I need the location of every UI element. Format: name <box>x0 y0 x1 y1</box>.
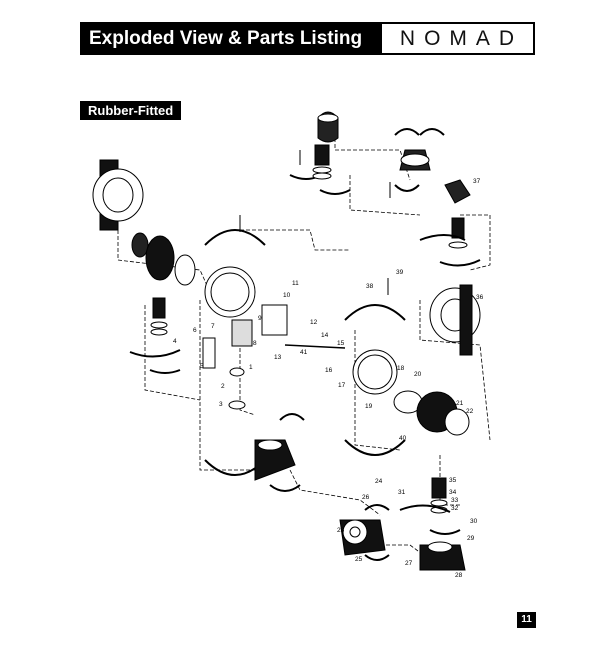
callout-39: 39 <box>396 269 404 276</box>
callout-16: 16 <box>325 367 333 374</box>
callout-33: 33 <box>451 497 459 504</box>
callout-24: 24 <box>375 478 383 485</box>
header-bar: Exploded View & Parts Listing NOMAD <box>80 22 535 55</box>
callout-30: 30 <box>470 518 478 525</box>
callout-26: 26 <box>362 494 370 501</box>
callout-5: 5 <box>200 363 204 370</box>
page-title: Exploded View & Parts Listing <box>89 28 363 49</box>
callout-18: 18 <box>397 365 405 372</box>
callout-8: 8 <box>253 340 257 347</box>
callout-40: 40 <box>399 435 407 442</box>
callout-7: 7 <box>211 323 215 330</box>
callout-11: 11 <box>292 280 299 287</box>
brand-logo: NOMAD <box>382 24 533 53</box>
callout-35: 35 <box>449 477 457 484</box>
callout-10: 10 <box>283 292 291 299</box>
brand-logo-text: NOMAD <box>399 27 524 50</box>
callout-15: 15 <box>337 340 345 347</box>
callout-34: 34 <box>449 489 457 496</box>
callout-22: 22 <box>466 408 474 415</box>
callout-14: 14 <box>321 332 329 339</box>
page-number: 11 <box>517 612 536 628</box>
callout-37: 37 <box>473 178 481 185</box>
callout-17: 17 <box>338 382 346 389</box>
callout-13: 13 <box>274 354 282 361</box>
callout-6: 6 <box>193 327 197 334</box>
callout-23: 23 <box>337 527 345 534</box>
callout-28: 28 <box>455 572 463 579</box>
callout-12: 12 <box>310 319 318 326</box>
callout-3: 3 <box>219 401 223 408</box>
callout-21: 21 <box>456 400 464 407</box>
callout-labels: 1 2 3 4 5 6 7 8 9 10 11 12 13 14 15 16 1… <box>173 178 484 579</box>
callout-25: 25 <box>355 556 363 563</box>
callout-27: 27 <box>405 560 413 567</box>
callout-29: 29 <box>467 535 475 542</box>
callout-1: 1 <box>249 364 253 371</box>
callout-20: 20 <box>414 371 422 378</box>
callout-19: 19 <box>365 403 373 410</box>
callout-2: 2 <box>221 383 225 390</box>
callout-9: 9 <box>258 315 262 322</box>
callout-4: 4 <box>173 338 177 345</box>
callout-32: 32 <box>451 505 459 512</box>
section-label: Rubber-Fitted <box>80 101 182 120</box>
callout-36: 36 <box>476 294 484 301</box>
callout-38: 38 <box>366 283 374 290</box>
callout-31: 31 <box>398 489 406 496</box>
callout-41: 41 <box>300 349 308 356</box>
